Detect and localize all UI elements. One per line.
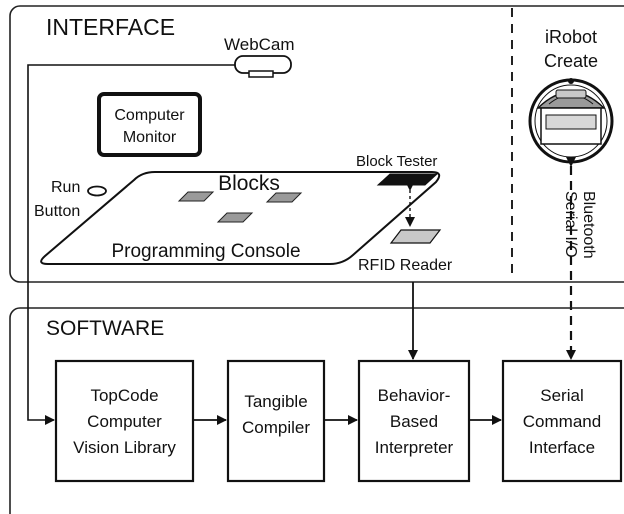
behavior-interpreter-box: Behavior- Based Interpreter — [357, 359, 471, 483]
tangible-compiler-box: Tangible Compiler — [226, 359, 326, 483]
webcam-label: WebCam — [224, 35, 295, 54]
blocks-label: Blocks — [218, 172, 280, 195]
robot-title-line2: Create — [544, 51, 598, 71]
software-panel — [9, 307, 624, 514]
webcam-icon — [234, 55, 292, 78]
software-title: SOFTWARE — [46, 317, 164, 340]
console-label: Programming Console — [111, 241, 300, 262]
interpreter-line2: Based — [390, 412, 438, 431]
monitor-label-line2: Monitor — [123, 129, 177, 146]
interpreter-line1: Behavior- — [378, 386, 451, 405]
rfid-reader-label: RFID Reader — [358, 257, 453, 274]
topcode-vision-box: TopCode Computer Vision Library — [54, 359, 195, 483]
serial-line3: Interface — [529, 438, 595, 457]
interface-title: INTERFACE — [46, 14, 175, 40]
topcode-line3: Vision Library — [73, 438, 176, 457]
topcode-line1: TopCode — [90, 386, 158, 405]
interpreter-line3: Interpreter — [375, 438, 454, 457]
irobot-create-icon — [528, 78, 614, 164]
run-button-label-line1: Run — [51, 179, 80, 196]
serial-line2: Command — [523, 412, 601, 431]
block-tester — [376, 173, 439, 186]
computer-monitor — [97, 92, 202, 157]
robot-title-line1: iRobot — [545, 27, 597, 47]
rfid-reader — [389, 229, 442, 244]
compiler-line2: Compiler — [242, 418, 310, 437]
serial-line1: Serial — [540, 386, 583, 405]
serial-command-box: Serial Command Interface — [501, 359, 623, 483]
run-button — [87, 185, 107, 197]
block — [216, 212, 254, 223]
block — [177, 191, 215, 202]
topcode-line2: Computer — [87, 412, 162, 431]
monitor-label-line1: Computer — [114, 107, 185, 124]
block — [265, 192, 303, 203]
compiler-line1: Tangible — [244, 392, 307, 411]
interface-panel — [9, 5, 624, 283]
run-button-label-line2: Button — [34, 203, 80, 220]
webcam-to-topcode-arrow — [27, 64, 235, 425]
bluetooth-label-line1: Bluetooth — [580, 191, 597, 259]
block-tester-label: Block Tester — [356, 153, 437, 170]
